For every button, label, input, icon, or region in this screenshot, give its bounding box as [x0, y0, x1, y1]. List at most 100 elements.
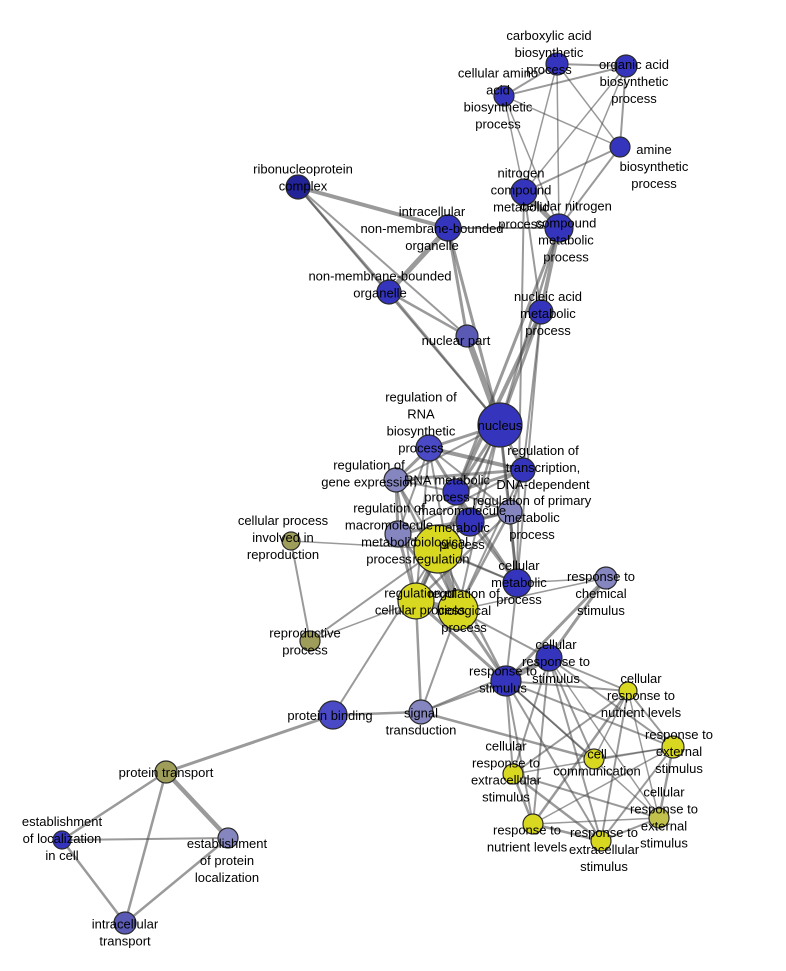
- edge-cellular-response-nutrient-levels--response-external-stimulus: [627, 690, 674, 748]
- edge-cellular-response-nutrient-levels--response-extracellular-stimulus: [600, 690, 629, 842]
- node-regulation-macromolecule-metabolic[interactable]: [384, 520, 412, 548]
- node-response-stimulus[interactable]: [490, 665, 522, 697]
- edge-response-nutrient-levels--response-extracellular-stimulus: [531, 822, 603, 843]
- edge-layer: [60, 63, 675, 925]
- node-reproductive-process[interactable]: [299, 630, 321, 652]
- edge-regulation-transcription-dna--regulation-biological-process: [457, 469, 524, 611]
- edge-response-chemical-stimulus--regulation-biological-process: [457, 577, 607, 611]
- edge-cellular-process-reproduction--reproductive-process: [290, 540, 311, 642]
- edge-protein-transport--establishment-localization-in-cell: [60, 770, 168, 842]
- node-regulation-transcription-dna[interactable]: [510, 457, 536, 483]
- edge-organic-acid-biosynthetic--nitrogen-compound-metabolic: [523, 65, 627, 193]
- edge-response-external-stimulus--response-extracellular-stimulus: [600, 746, 674, 842]
- edge-cellular-nitrogen-compound-metabolic--rna-metabolic: [454, 226, 561, 494]
- edge-biological-regulation--reproductive-process: [309, 548, 439, 642]
- node-cellular-metabolic[interactable]: [502, 568, 532, 598]
- edge-intracellular-non-membrane-bounded-organelle--nucleus: [446, 226, 502, 427]
- node-amine-biosynthetic[interactable]: [609, 136, 631, 158]
- edge-cellular-response-stimulus--response-extracellular-stimulus: [548, 657, 602, 842]
- edge-cellular-metabolic--response-chemical-stimulus: [516, 577, 607, 584]
- edge-cellular-response-extracellular-stimulus--cellular-response-external-stimulus: [512, 773, 660, 819]
- edge-cell-communication--signal-transduction: [419, 710, 596, 761]
- node-nuclear-part[interactable]: [455, 324, 479, 348]
- edge-regulation-transcription-dna--regulation-gene-expression: [394, 468, 525, 482]
- edge-establishment-localization-in-cell--intracellular-transport: [60, 838, 127, 925]
- node-regulation-biological-process[interactable]: [437, 589, 479, 631]
- edge-organic-acid-biosynthetic--amine-biosynthetic: [619, 65, 627, 148]
- edge-cellular-metabolic--response-stimulus: [505, 582, 518, 682]
- node-regulation-gene-expression[interactable]: [383, 467, 409, 493]
- edge-cellular-response-nutrient-levels--cellular-response-external-stimulus: [627, 690, 660, 819]
- node-rna-metabolic[interactable]: [442, 478, 470, 506]
- edge-cellular-response-stimulus--response-nutrient-levels: [532, 657, 550, 825]
- edge-regulation-cellular-process--response-stimulus: [414, 599, 508, 683]
- edge-cellular-response-stimulus--response-chemical-stimulus: [547, 576, 608, 660]
- edge-intracellular-non-membrane-bounded-organelle--non-membrane-bounded-organelle: [386, 225, 451, 295]
- edge-biological-regulation--protein-binding: [332, 548, 439, 716]
- edge-protein-binding--signal-transduction: [331, 710, 423, 717]
- node-layer: [52, 52, 685, 935]
- node-response-external-stimulus[interactable]: [661, 735, 685, 759]
- edge-nucleic-acid-metabolic--cellular-metabolic: [516, 311, 542, 584]
- edge-intracellular-non-membrane-bounded-organelle--nuclear-part: [446, 226, 469, 338]
- node-macromolecule-metabolic[interactable]: [455, 507, 485, 537]
- node-response-extracellular-stimulus[interactable]: [590, 830, 612, 852]
- node-response-chemical-stimulus[interactable]: [594, 566, 618, 590]
- node-nucleus[interactable]: [477, 402, 523, 448]
- node-cellular-amino-acid-biosynthetic[interactable]: [493, 85, 515, 107]
- edge-cell-communication--cellular-response-nutrient-levels: [593, 690, 629, 760]
- edge-carboxylic-acid-biosynthetic--amine-biosynthetic: [556, 63, 621, 148]
- edge-regulation-rna-biosynthetic--regulation-primary-metabolic: [428, 447, 511, 513]
- node-signal-transduction[interactable]: [408, 699, 434, 725]
- edge-cell-communication--response-external-stimulus: [593, 746, 674, 760]
- node-cellular-nitrogen-compound-metabolic[interactable]: [544, 213, 574, 243]
- edge-cellular-response-stimulus--cellular-response-nutrient-levels: [548, 657, 629, 692]
- node-cell-communication[interactable]: [583, 748, 605, 770]
- node-intracellular-non-membrane-bounded-organelle[interactable]: [434, 214, 462, 242]
- edge-cellular-amino-acid-biosynthetic--nitrogen-compound-metabolic: [503, 95, 525, 193]
- node-protein-binding[interactable]: [318, 700, 348, 730]
- edge-amine-biosynthetic--cellular-nitrogen-compound-metabolic: [558, 146, 621, 229]
- edge-cellular-response-nutrient-levels--cellular-response-extracellular-stimulus: [512, 690, 629, 775]
- edge-regulation-rna-biosynthetic--regulation-transcription-dna: [427, 446, 525, 472]
- edge-ribonucleoprotein-complex--intracellular-non-membrane-bounded-organelle: [296, 185, 450, 230]
- edge-protein-binding--protein-transport: [164, 713, 335, 774]
- node-cellular-response-external-stimulus[interactable]: [648, 807, 670, 829]
- edge-response-stimulus--response-extracellular-stimulus: [505, 680, 602, 842]
- edge-cellular-amino-acid-biosynthetic--cellular-nitrogen-compound-metabolic: [503, 95, 560, 229]
- node-non-membrane-bounded-organelle[interactable]: [376, 279, 402, 305]
- edge-intracellular-transport--establishment-protein-localization: [123, 836, 230, 925]
- node-cellular-process-reproduction[interactable]: [281, 531, 301, 551]
- node-establishment-protein-localization[interactable]: [217, 827, 239, 849]
- node-organic-acid-biosynthetic[interactable]: [614, 54, 638, 78]
- node-cellular-response-extracellular-stimulus[interactable]: [502, 763, 524, 785]
- node-regulation-cellular-process[interactable]: [397, 582, 435, 620]
- edge-cellular-amino-acid-biosynthetic--amine-biosynthetic: [503, 95, 621, 148]
- edge-response-external-stimulus--response-nutrient-levels: [532, 746, 674, 825]
- node-response-nutrient-levels[interactable]: [522, 813, 544, 835]
- node-nitrogen-compound-metabolic[interactable]: [510, 178, 538, 206]
- node-biological-regulation[interactable]: [413, 524, 463, 574]
- edge-regulation-primary-metabolic--regulation-cellular-process: [414, 510, 512, 603]
- node-cellular-response-stimulus[interactable]: [535, 644, 563, 672]
- edge-protein-transport--establishment-protein-localization: [163, 769, 231, 841]
- node-nucleic-acid-metabolic[interactable]: [528, 299, 554, 325]
- node-regulation-primary-metabolic[interactable]: [497, 499, 523, 525]
- node-intracellular-transport[interactable]: [113, 911, 137, 935]
- node-ribonucleoprotein-complex[interactable]: [285, 174, 311, 200]
- edge-protein-transport--intracellular-transport: [123, 770, 168, 925]
- edge-ribonucleoprotein-complex--nuclear-part: [297, 186, 468, 337]
- node-establishment-localization-in-cell[interactable]: [52, 830, 72, 850]
- node-protein-transport[interactable]: [154, 760, 178, 784]
- node-carboxylic-acid-biosynthetic[interactable]: [545, 52, 569, 76]
- node-regulation-rna-biosynthetic[interactable]: [415, 434, 443, 462]
- edge-amine-biosynthetic--nitrogen-compound-metabolic: [523, 146, 621, 193]
- edge-cellular-response-stimulus--cellular-response-extracellular-stimulus: [512, 657, 550, 775]
- edge-nitrogen-compound-metabolic--nucleic-acid-metabolic: [523, 191, 542, 313]
- node-cellular-response-nutrient-levels[interactable]: [618, 681, 638, 701]
- edge-carboxylic-acid-biosynthetic--cellular-nitrogen-compound-metabolic: [556, 63, 560, 229]
- edge-response-stimulus--cellular-response-nutrient-levels: [505, 680, 629, 692]
- edge-response-stimulus--response-chemical-stimulus: [504, 576, 608, 683]
